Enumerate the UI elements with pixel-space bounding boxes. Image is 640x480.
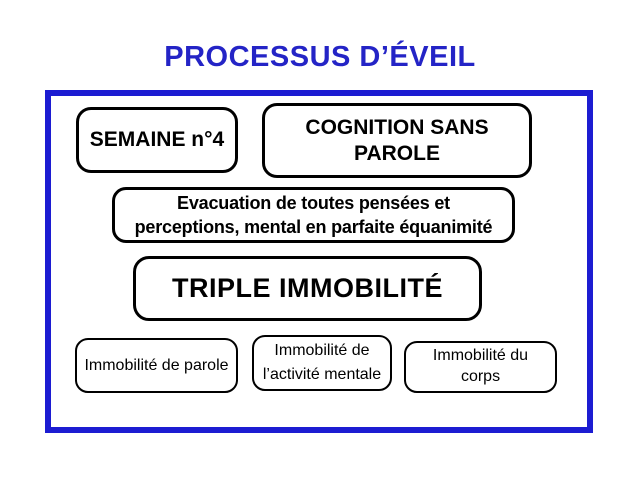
box-immobilite-activite-mentale: Immobilité de l’activité mentale bbox=[252, 335, 392, 391]
box-evacuation-pensees: Evacuation de toutes pensées et percepti… bbox=[112, 187, 515, 243]
box-cognition-sans-parole: COGNITION SANS PAROLE bbox=[262, 103, 532, 178]
box-triple-immobilite-label: TRIPLE IMMOBILITÉ bbox=[172, 273, 443, 304]
box-immobilite-activite-mentale-label: Immobilité de l’activité mentale bbox=[262, 342, 382, 383]
box-triple-immobilite: TRIPLE IMMOBILITÉ bbox=[133, 256, 482, 321]
box-immobilite-parole-label: Immobilité de parole bbox=[84, 356, 229, 374]
box-immobilite-parole: Immobilité de parole bbox=[75, 338, 238, 393]
box-immobilite-corps-label: Immobilité du corps bbox=[432, 347, 529, 385]
box-semaine-n4-label: SEMAINE n°4 bbox=[89, 128, 225, 152]
page-title: PROCESSUS D’ÉVEIL bbox=[164, 41, 476, 73]
box-evacuation-pensees-label: Evacuation de toutes pensées et percepti… bbox=[134, 192, 493, 237]
box-semaine-n4: SEMAINE n°4 bbox=[76, 107, 238, 173]
box-cognition-sans-parole-label: COGNITION SANS PAROLE bbox=[305, 115, 489, 165]
box-immobilite-corps: Immobilité du corps bbox=[404, 341, 557, 393]
